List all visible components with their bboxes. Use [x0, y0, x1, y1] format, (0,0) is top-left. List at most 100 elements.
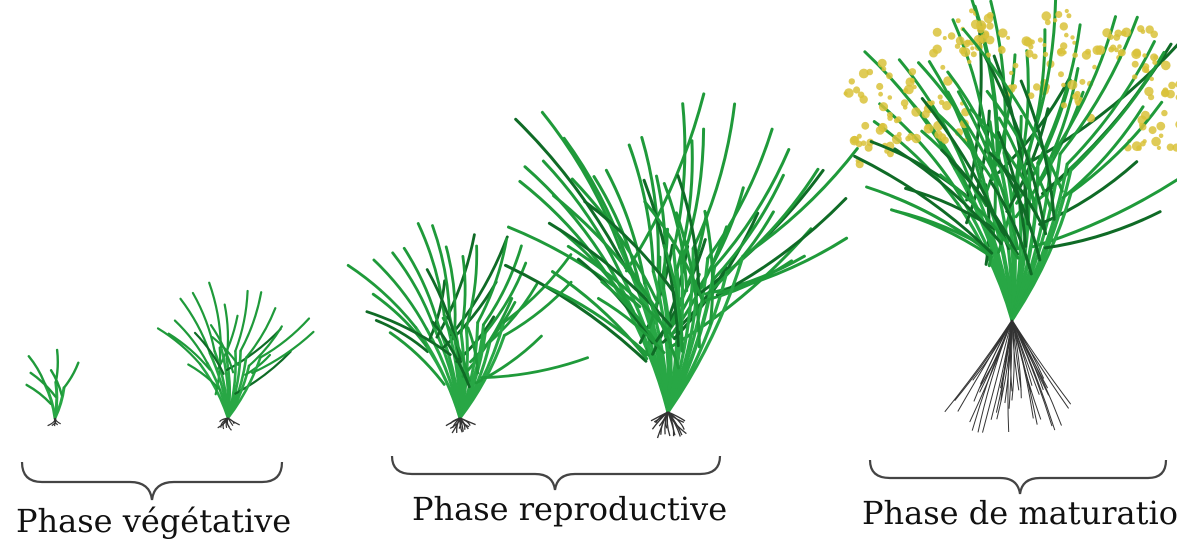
grain-spikelet	[1161, 110, 1167, 116]
grain-spikelet	[1131, 49, 1141, 59]
grain-spikelet	[955, 44, 960, 49]
grain-spikelet	[1043, 43, 1047, 47]
tillering-plant	[158, 283, 313, 431]
leaf-blade	[482, 358, 588, 378]
grain-spikelet	[1030, 39, 1035, 44]
grain-spikelet	[878, 59, 887, 68]
grain-spikelet	[859, 69, 869, 79]
grain-spikelet	[1070, 35, 1074, 39]
leaf-blade	[373, 294, 426, 345]
grain-spikelet	[1161, 61, 1171, 71]
grain-spikelet	[887, 115, 893, 121]
grain-spikelet	[849, 78, 855, 84]
grain-spikelet	[1028, 44, 1033, 49]
maturation-bracket	[870, 460, 1166, 494]
grain-spikelet	[930, 100, 935, 105]
grain-spikelet	[912, 134, 921, 143]
grain-spikelet	[1006, 36, 1010, 40]
leaf-blade	[31, 373, 56, 397]
grain-spikelet	[1061, 83, 1066, 88]
grain-spikelet	[1117, 44, 1122, 49]
grain-spikelet	[1042, 11, 1052, 21]
grain-spikelet	[970, 46, 974, 50]
grain-spikelet	[1045, 19, 1051, 25]
grain-spikelet	[986, 36, 995, 45]
grain-spikelet	[1141, 111, 1150, 120]
grain-spikelet	[1102, 28, 1111, 37]
grain-spikelet	[1159, 134, 1164, 139]
root-strand	[978, 320, 1012, 432]
grain-spikelet	[1118, 49, 1126, 57]
grain-spikelet	[1122, 28, 1132, 38]
ripening-plant	[844, 0, 1177, 433]
grain-spikelet	[1141, 29, 1146, 34]
grain-spikelet	[1025, 50, 1033, 58]
grain-spikelet	[895, 116, 901, 122]
grain-spikelet	[1013, 63, 1019, 69]
heading-plant	[506, 94, 858, 438]
grain-spikelet	[1074, 91, 1080, 97]
grain-spikelet	[1166, 90, 1175, 99]
grain-spikelet	[933, 45, 942, 54]
grain-spikelet	[987, 12, 994, 19]
grain-spikelet	[1060, 22, 1068, 30]
grain-spikelet	[1142, 53, 1146, 57]
grain-spikelet	[879, 102, 888, 111]
grain-spikelet	[901, 99, 909, 107]
grain-spikelet	[882, 67, 887, 72]
grain-spikelet	[1038, 37, 1043, 42]
grain-spikelet	[1058, 71, 1064, 77]
grain-spikelet	[878, 92, 883, 97]
grain-spikelet	[876, 83, 883, 90]
grain-spikelet	[1092, 65, 1097, 70]
vegetative-bracket	[22, 462, 282, 500]
grain-spikelet	[1053, 18, 1057, 22]
leaf-blade	[29, 356, 45, 384]
grain-spikelet	[939, 100, 944, 105]
grain-spikelet	[1079, 79, 1085, 85]
grain-spikelet	[880, 123, 885, 128]
reproductive-bracket	[392, 456, 720, 490]
grain-spikelet	[1140, 141, 1146, 147]
grain-spikelet	[1114, 30, 1122, 38]
phase-reproductive-label: Phase reproductive	[412, 493, 727, 525]
grain-spikelet	[943, 36, 947, 40]
grain-spikelet	[861, 122, 869, 130]
grain-spikelet	[1150, 53, 1158, 61]
grain-spikelet	[967, 60, 971, 64]
grain-spikelet	[971, 51, 977, 57]
grain-spikelet	[1110, 45, 1116, 51]
grain-spikelet	[1067, 80, 1077, 90]
grain-spikelet	[861, 140, 867, 146]
grain-spikelet	[1072, 52, 1078, 58]
grain-spikelet	[1065, 9, 1069, 13]
root-strand	[1012, 320, 1039, 395]
grain-spikelet	[1064, 33, 1069, 38]
grain-spikelet	[1151, 137, 1161, 147]
grain-spikelet	[1150, 77, 1154, 81]
grain-spikelet	[940, 65, 945, 70]
grain-spikelet	[897, 132, 902, 137]
grain-spikelet	[948, 32, 956, 40]
grain-spikelet	[1057, 49, 1063, 55]
grain-spikelet	[934, 130, 942, 138]
grain-spikelet	[1066, 13, 1071, 18]
leaf-blade	[64, 363, 78, 388]
grain-spikelet	[1152, 60, 1157, 65]
grain-spikelet	[938, 94, 943, 99]
grain-spikelet	[911, 107, 920, 116]
grain-spikelet	[986, 22, 993, 29]
seedling-plant	[27, 350, 79, 426]
grain-spikelet	[1095, 45, 1105, 55]
grain-spikelet	[909, 68, 916, 75]
grain-spikelet	[844, 91, 848, 95]
grain-spikelet	[1132, 74, 1137, 79]
grain-spikelet	[959, 47, 966, 54]
grain-spikelet	[1139, 123, 1146, 130]
grain-spikelet	[1156, 122, 1165, 131]
grain-spikelet	[956, 18, 961, 23]
grain-spikelet	[1157, 146, 1161, 150]
grain-spikelet	[1132, 61, 1139, 68]
